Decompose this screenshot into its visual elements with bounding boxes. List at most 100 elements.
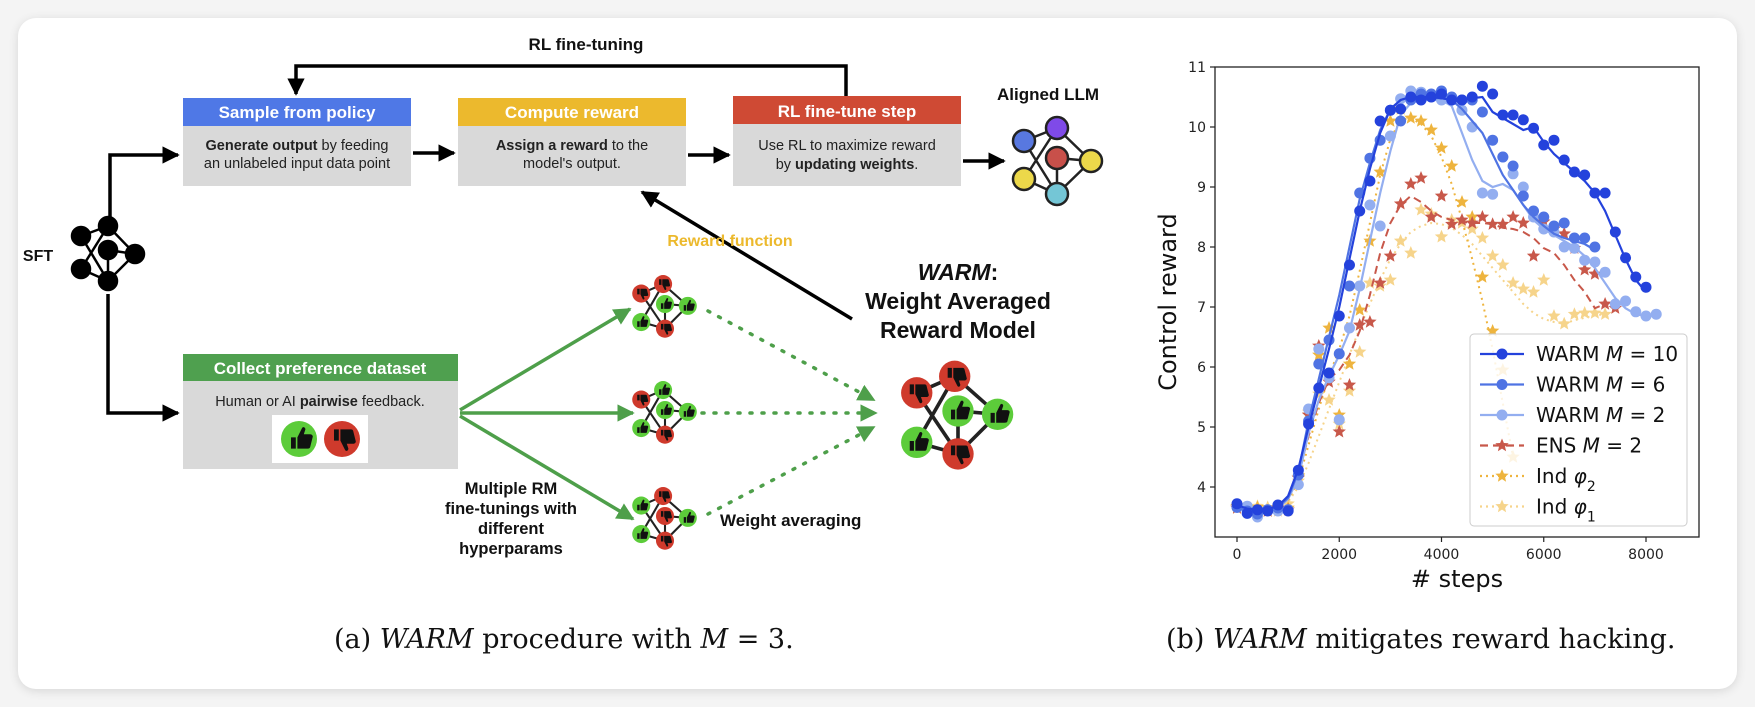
data-point <box>1589 256 1601 268</box>
data-point <box>1476 187 1488 199</box>
data-point <box>1354 205 1366 217</box>
collect-bold: pairwise <box>300 394 358 410</box>
legend-marker <box>1495 438 1509 452</box>
data-point <box>1405 91 1417 103</box>
legend-label: WARM M = 6 <box>1536 373 1665 397</box>
dotted-arrow-rm1 <box>706 309 876 402</box>
data-point <box>1526 285 1541 298</box>
data-point <box>1415 94 1427 106</box>
data-point <box>1487 88 1499 100</box>
series-layer <box>1230 80 1662 523</box>
reward-model-networks <box>632 275 1014 550</box>
collect-preference-box: Collect preference dataset Human or AI p… <box>183 354 458 469</box>
data-point <box>1395 103 1407 115</box>
data-point <box>1322 393 1336 406</box>
data-point <box>1434 229 1449 243</box>
reward-model-2 <box>632 381 697 444</box>
data-point <box>1496 258 1510 271</box>
data-point <box>1599 187 1611 199</box>
y-tick-label: 4 <box>1197 480 1206 496</box>
data-point <box>1497 151 1509 163</box>
thumb-down-icon <box>655 531 675 550</box>
multi-rm-line2: fine-tunings with <box>445 500 577 518</box>
data-point <box>1322 321 1336 334</box>
data-point <box>1557 316 1571 330</box>
rlstep-box-line1: Use RL to maximize reward <box>758 138 936 154</box>
data-point <box>1395 115 1407 127</box>
rl-fine-tuning-label: RL fine-tuning <box>529 35 644 54</box>
data-point <box>1476 80 1488 92</box>
thumb-up-icon <box>632 419 651 438</box>
caption-b-rest: mitigates reward hacking. <box>1306 624 1676 655</box>
data-point <box>1282 505 1294 517</box>
data-point <box>1364 199 1376 211</box>
y-tick-label: 8 <box>1197 240 1206 256</box>
data-point <box>1579 232 1591 244</box>
data-point <box>1434 141 1449 154</box>
compute-rest: to the <box>608 138 648 154</box>
data-point <box>1475 270 1490 283</box>
thumb-down-icon <box>655 425 675 444</box>
thumb-up-icon <box>678 296 697 315</box>
data-point <box>1620 295 1632 307</box>
data-point <box>1364 175 1376 187</box>
thumb-up-icon <box>678 508 697 527</box>
data-point <box>1383 114 1397 127</box>
data-point <box>1588 306 1602 319</box>
sft-network-icon <box>70 215 146 292</box>
data-point <box>1466 91 1478 103</box>
data-point <box>1262 505 1274 517</box>
multi-rm-line4: hyperparams <box>459 540 563 558</box>
data-point <box>1609 298 1621 310</box>
data-point <box>1434 189 1449 202</box>
series-0 <box>1231 80 1652 519</box>
dotted-arrow-rm3 <box>706 425 876 516</box>
data-point <box>1292 464 1304 476</box>
data-point <box>1538 223 1550 235</box>
y-tick-label: 10 <box>1188 120 1206 136</box>
compute-box-line2: model's output. <box>523 156 621 172</box>
legend-marker <box>1495 499 1509 513</box>
data-point <box>1506 210 1520 223</box>
x-tick-label: 2000 <box>1321 547 1357 563</box>
data-point <box>1354 280 1366 292</box>
data-point <box>1342 357 1357 370</box>
legend-entry: WARM M = 2 <box>1480 403 1665 427</box>
data-point <box>1578 262 1592 276</box>
legend-frame <box>1469 333 1688 527</box>
thumb-up-icon <box>632 496 651 515</box>
thumb-up-icon <box>654 381 673 400</box>
rl-loop-arrow <box>287 64 848 96</box>
data-point <box>1487 188 1499 200</box>
multi-rm-line1: Multiple RM <box>465 480 558 498</box>
data-point <box>1589 241 1601 253</box>
legend-label: WARM M = 10 <box>1536 342 1678 366</box>
compute-box-header <box>458 98 686 126</box>
data-point <box>1313 343 1325 355</box>
collect-box-header <box>183 354 458 381</box>
thumb-up-icon <box>655 294 675 314</box>
data-point <box>1436 88 1447 100</box>
caption-a-rest: procedure with <box>473 624 701 655</box>
sft-label: SFT <box>23 248 53 265</box>
caption-a-prefix: (a) <box>334 624 380 655</box>
compute-box-line1: Assign a reward to the <box>496 138 648 154</box>
data-point <box>1568 242 1580 254</box>
data-point <box>1486 217 1500 230</box>
collect-post: feedback. <box>358 394 425 410</box>
legend-entry: Ind φ2 <box>1480 464 1596 495</box>
data-point <box>1272 499 1284 511</box>
data-point <box>1579 169 1591 181</box>
data-point <box>1404 246 1418 259</box>
sample-box-header <box>183 98 411 126</box>
data-point <box>1393 234 1408 247</box>
data-point <box>1630 271 1642 283</box>
data-point <box>1424 210 1438 223</box>
data-point <box>1579 254 1591 266</box>
data-point <box>1333 310 1345 322</box>
data-point <box>1558 241 1570 253</box>
rlstep-box-line2: by updating weights. <box>776 157 919 173</box>
sample-from-policy-box: Sample from policy Generate output by fe… <box>183 98 411 186</box>
